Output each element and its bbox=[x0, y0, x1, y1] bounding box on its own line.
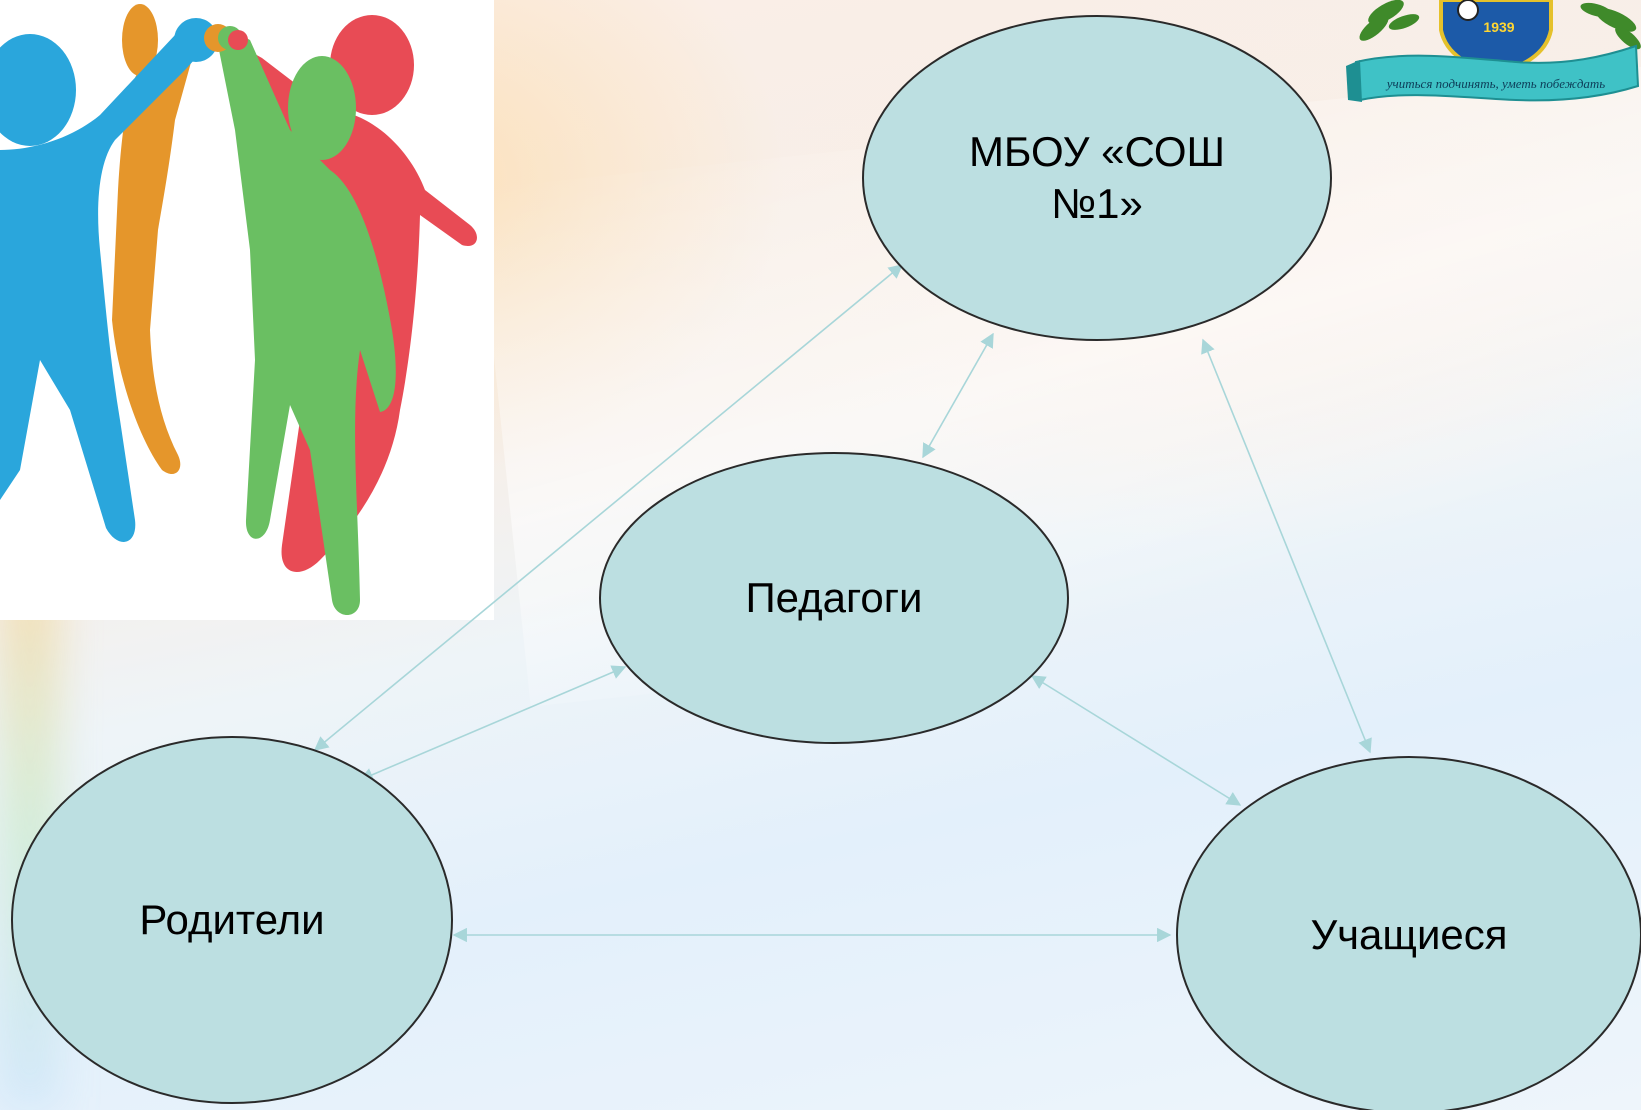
edge-teachers-parents bbox=[358, 665, 627, 782]
orange-person-figure bbox=[112, 4, 200, 475]
ball-icon bbox=[1457, 0, 1479, 21]
ribbon-icon bbox=[1354, 44, 1640, 102]
node-parents-label: Родители bbox=[139, 896, 325, 943]
node-students bbox=[1176, 756, 1641, 1110]
emblem-year-plate bbox=[1482, 18, 1516, 36]
node-school bbox=[862, 15, 1332, 341]
emblem-motto: учиться подчинять, уметь побеждать bbox=[1385, 76, 1606, 91]
node-students-label: Учащиеся bbox=[1310, 911, 1508, 958]
school-emblem-logo: 1939 учиться подчинять, уметь побеждать bbox=[1346, 0, 1641, 108]
emblem-year: 1939 bbox=[1483, 19, 1514, 35]
blue-person-figure bbox=[0, 18, 218, 542]
node-parents bbox=[11, 736, 453, 1104]
edge-teachers-students bbox=[1030, 675, 1242, 806]
laurel-icon bbox=[1359, 0, 1641, 50]
node-teachers bbox=[599, 452, 1069, 744]
edge-school-teachers bbox=[922, 332, 994, 459]
hand-icon bbox=[228, 30, 248, 50]
node-school-label: МБОУ «СОШ №1» bbox=[968, 128, 1226, 227]
node-teachers-label: Педагоги bbox=[745, 574, 923, 621]
edge-school-students bbox=[1201, 338, 1372, 754]
